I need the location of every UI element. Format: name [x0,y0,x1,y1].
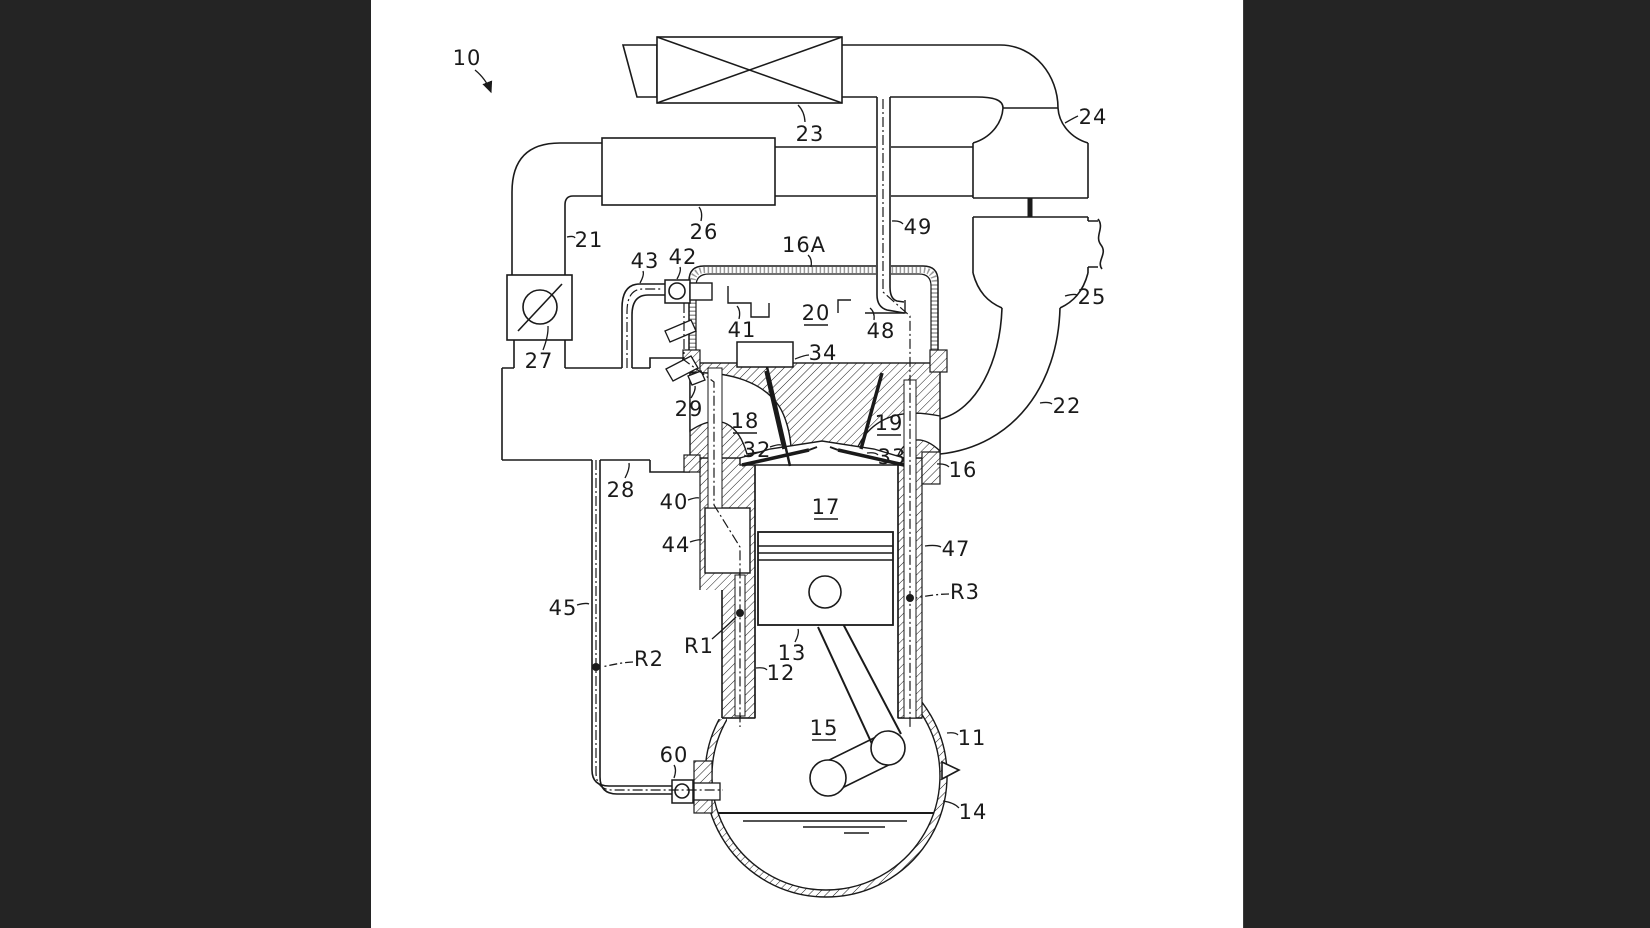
ref-label-22: 22 [1053,394,1082,418]
leader-14 [943,801,959,808]
point-R1 [736,609,744,617]
leader-11 [947,733,958,735]
ref-label-16A: 16A [782,233,826,257]
ref-label-43: 43 [631,249,660,273]
leader-49 [892,221,903,224]
leader-25 [1065,294,1077,296]
ref-label-33: 33 [878,445,907,469]
ref-label-14: 14 [959,800,988,824]
ref-label-R2: R2 [634,647,664,671]
exhaust-pipe-22 [940,308,1060,454]
leader-26 [699,207,702,221]
head-passage-left [708,368,722,508]
ref-label-23: 23 [796,122,825,146]
ref-label-17: 17 [812,495,841,519]
ref-label-45: 45 [549,596,578,620]
leader-24 [1065,116,1078,123]
leader-28 [625,463,629,478]
leader-22 [1040,402,1052,404]
leader-10 [475,70,491,92]
ref-label-34: 34 [809,341,838,365]
ref-label-25: 25 [1078,285,1107,309]
oil-level-14 [718,813,934,833]
ref-label-10: 10 [453,46,482,70]
ref-label-18: 18 [731,409,760,433]
crank-pin [871,731,905,765]
exhaust-flange-16 [922,452,940,484]
ref-label-11: 11 [958,726,987,750]
blowby-pipe-49 [876,97,904,313]
air-inlet [623,45,657,97]
injector-34 [737,342,793,367]
engine-diagram: 10 23 24 26 21 49 25 22 43 42 16A 27 20 41 48 34 29 18 19 3… [371,0,1243,928]
right-letterbox-bar [1243,0,1650,928]
ref-label-R1: R1 [684,634,714,658]
leader-R2 [602,662,633,667]
patent-figure-page: 10 23 24 26 21 49 25 22 43 42 16A 27 20 41 48 34 29 18 19 3… [371,0,1243,928]
ref-label-R3: R3 [950,580,980,604]
ref-label-12: 12 [767,661,796,685]
leader-34 [795,355,809,359]
ref-label-40: 40 [660,490,689,514]
ref-label-24: 24 [1079,105,1108,129]
ref-label-32: 32 [743,438,772,462]
valvetrain-bracket-41 [728,286,769,317]
ref-label-42: 42 [669,245,698,269]
ref-label-20: 20 [802,301,831,325]
pcv-pipe-43 [622,284,665,368]
broken-pipe-edge [1098,219,1103,269]
ref-label-26: 26 [690,220,719,244]
crank-journal [810,760,846,796]
ref-label-21: 21 [575,228,604,252]
ref-label-16: 16 [949,458,978,482]
ref-label-49: 49 [904,215,933,239]
oil-chamber-44 [705,508,750,573]
leader-45 [577,603,589,605]
intake-duct-top [842,45,1058,108]
crankcase-spout [942,762,959,779]
ref-label-47: 47 [942,537,971,561]
ref-label-27: 27 [525,349,554,373]
air-cleaner-23 [623,37,842,103]
leader-47 [925,545,941,547]
ref-label-29: 29 [675,397,704,421]
turbo-shaft [1028,198,1033,217]
intercooler-26 [602,138,775,205]
point-R3 [906,594,914,602]
ref-label-48: 48 [867,319,896,343]
leader-40 [688,498,699,500]
ref-label-44: 44 [662,533,691,557]
ref-label-15: 15 [810,716,839,740]
wrist-pin [809,576,841,608]
left-letterbox-bar [0,0,372,928]
leader-23 [798,105,805,122]
ref-label-41: 41 [728,318,757,342]
point-R2 [592,663,600,671]
ref-label-60: 60 [660,743,689,767]
throttle-body-27 [507,275,572,340]
ref-label-19: 19 [875,411,904,435]
ref-label-28: 28 [607,478,636,502]
intake-pipe-21 [512,143,602,275]
